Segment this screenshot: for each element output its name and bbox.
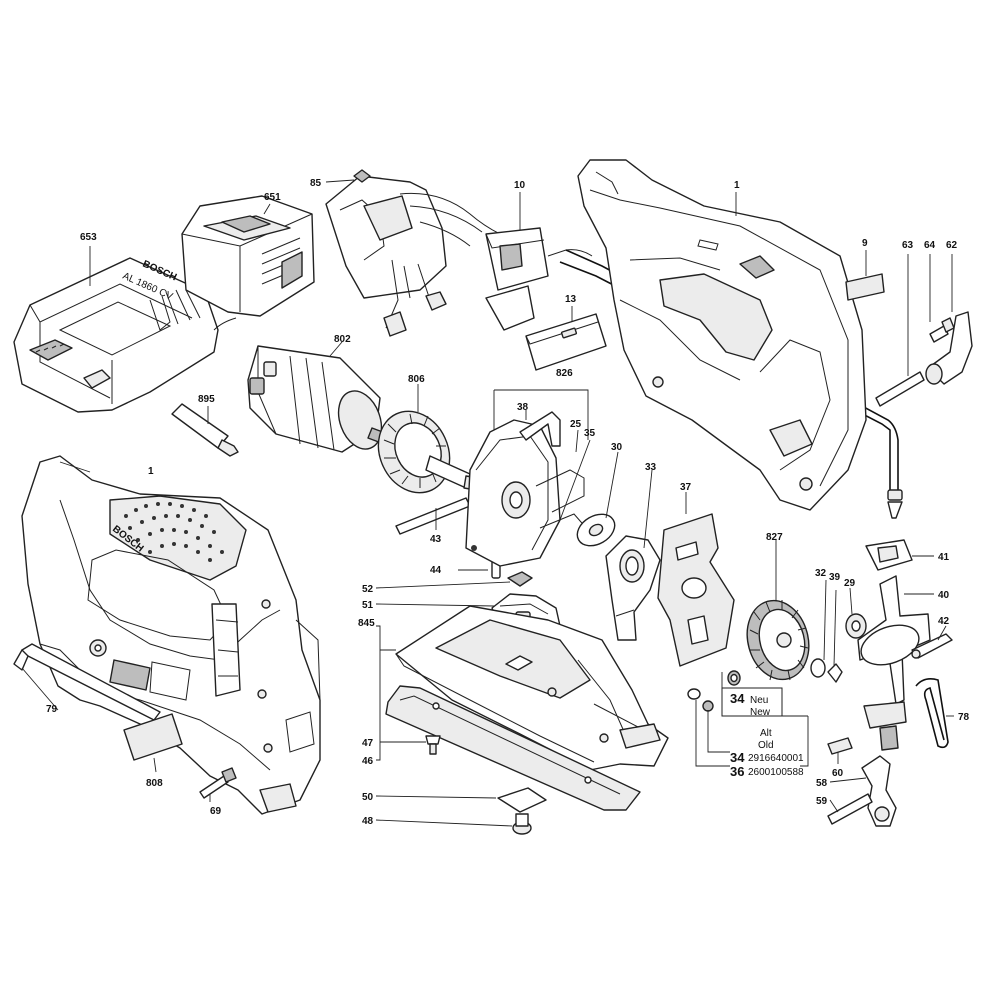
callout-48: 48: [362, 816, 374, 827]
callout-58: 58: [816, 778, 828, 789]
callout-62: 62: [946, 240, 958, 251]
callout-1-right: 1: [734, 180, 740, 191]
clamp-50: [497, 787, 547, 813]
callout-895: 895: [198, 394, 215, 405]
housing-left-1: BOSCH: [21, 455, 321, 815]
callout-60: 60: [832, 768, 844, 779]
callout-63: 63: [902, 240, 914, 251]
plate-37: [657, 513, 735, 667]
callout-651: 651: [264, 192, 281, 203]
callout-1-left: 1: [148, 466, 154, 477]
callout-79: 79: [46, 704, 58, 715]
revision-old-box: Alt Old 34 2916640001 36 2600100588: [730, 728, 804, 779]
callout-653: 653: [80, 232, 97, 243]
pin-43: [395, 497, 471, 535]
new-label-de: Neu: [750, 695, 768, 706]
housing-half-right-1: [577, 159, 867, 511]
callout-41: 41: [938, 552, 950, 563]
ring-34: [727, 670, 741, 686]
screw-64: [929, 317, 955, 343]
washer-36-old: [702, 700, 714, 712]
new-label-en: New: [750, 707, 771, 718]
pad-60: [827, 737, 853, 755]
lever-58: [861, 755, 897, 827]
callout-827: 827: [766, 532, 783, 543]
spring-wire-78: [915, 678, 949, 749]
callout-10: 10: [514, 180, 526, 191]
base-plate-845: [395, 605, 669, 771]
callout-826: 826: [556, 368, 573, 379]
callout-59: 59: [816, 796, 828, 807]
cover-13: [525, 313, 607, 371]
old-row-1-number: 34: [730, 750, 745, 765]
label-9: [845, 273, 885, 301]
gasket-33: [605, 535, 661, 641]
bearing-29: [845, 613, 867, 639]
screw-47: [425, 735, 441, 755]
callout-35: 35: [584, 428, 596, 439]
callout-46: 46: [362, 756, 374, 767]
revision-new-box: 34 Neu New: [721, 687, 783, 718]
old-label-de: Alt: [760, 728, 772, 739]
battery-pack-651: [181, 195, 315, 317]
charger-653: BOSCH AL 1860 CV: [13, 257, 237, 413]
callout-33: 33: [645, 462, 657, 473]
callout-50: 50: [362, 792, 374, 803]
motor-802: [247, 345, 389, 453]
callout-13: 13: [565, 294, 577, 305]
screw-48: [512, 813, 532, 835]
callout-30: 30: [611, 442, 623, 453]
callout-25: 25: [570, 419, 582, 430]
screw-69: [199, 767, 237, 799]
callout-29: 29: [844, 578, 856, 589]
callout-32: 32: [815, 568, 827, 579]
guide-41: [865, 539, 913, 571]
clip-39: [827, 663, 843, 683]
callout-802: 802: [334, 334, 351, 345]
fan-gear-806: [377, 410, 479, 494]
pin-63: [875, 371, 925, 407]
lifting-rod-40: [857, 575, 931, 751]
callout-52: 52: [362, 584, 374, 595]
washer-32: [810, 658, 826, 678]
callout-38: 38: [517, 402, 529, 413]
callout-39: 39: [829, 572, 841, 583]
old-row-1-code: 2916640001: [748, 753, 804, 764]
switch-module-10: [325, 169, 903, 519]
lever-62: [925, 311, 973, 385]
callout-85: 85: [310, 178, 322, 189]
callout-845: 845: [358, 618, 375, 629]
callout-42: 42: [938, 616, 950, 627]
washer-30: [576, 513, 616, 547]
spring-42: [911, 633, 953, 659]
pin-59: [827, 793, 873, 825]
callout-44: 44: [430, 565, 442, 576]
callout-40: 40: [938, 590, 950, 601]
old-label-en: Old: [758, 740, 774, 751]
callout-78: 78: [958, 712, 970, 723]
gear-housing-826: [465, 411, 589, 567]
large-gear-827: [746, 599, 810, 681]
grease-tube-895: [171, 403, 239, 457]
callout-64: 64: [924, 240, 936, 251]
old-row-2-number: 36: [730, 764, 744, 779]
old-row-2-code: 2600100588: [748, 767, 804, 778]
callout-47: 47: [362, 738, 374, 749]
callout-806: 806: [408, 374, 425, 385]
callout-43: 43: [430, 534, 442, 545]
sole-plate-46: [385, 685, 641, 811]
clamp-block-52: [507, 571, 533, 587]
callout-labels: 1 1 9 10 13 25 29 30 32 33 35 37 38 39 4…: [46, 178, 970, 827]
callout-51: 51: [362, 600, 374, 611]
callout-808: 808: [146, 778, 163, 789]
washer-34-old: [687, 688, 701, 700]
callout-37: 37: [680, 482, 692, 493]
new-part-number: 34: [730, 691, 745, 706]
callout-9: 9: [862, 238, 868, 249]
callout-69: 69: [210, 806, 222, 817]
label-808: [123, 713, 183, 761]
